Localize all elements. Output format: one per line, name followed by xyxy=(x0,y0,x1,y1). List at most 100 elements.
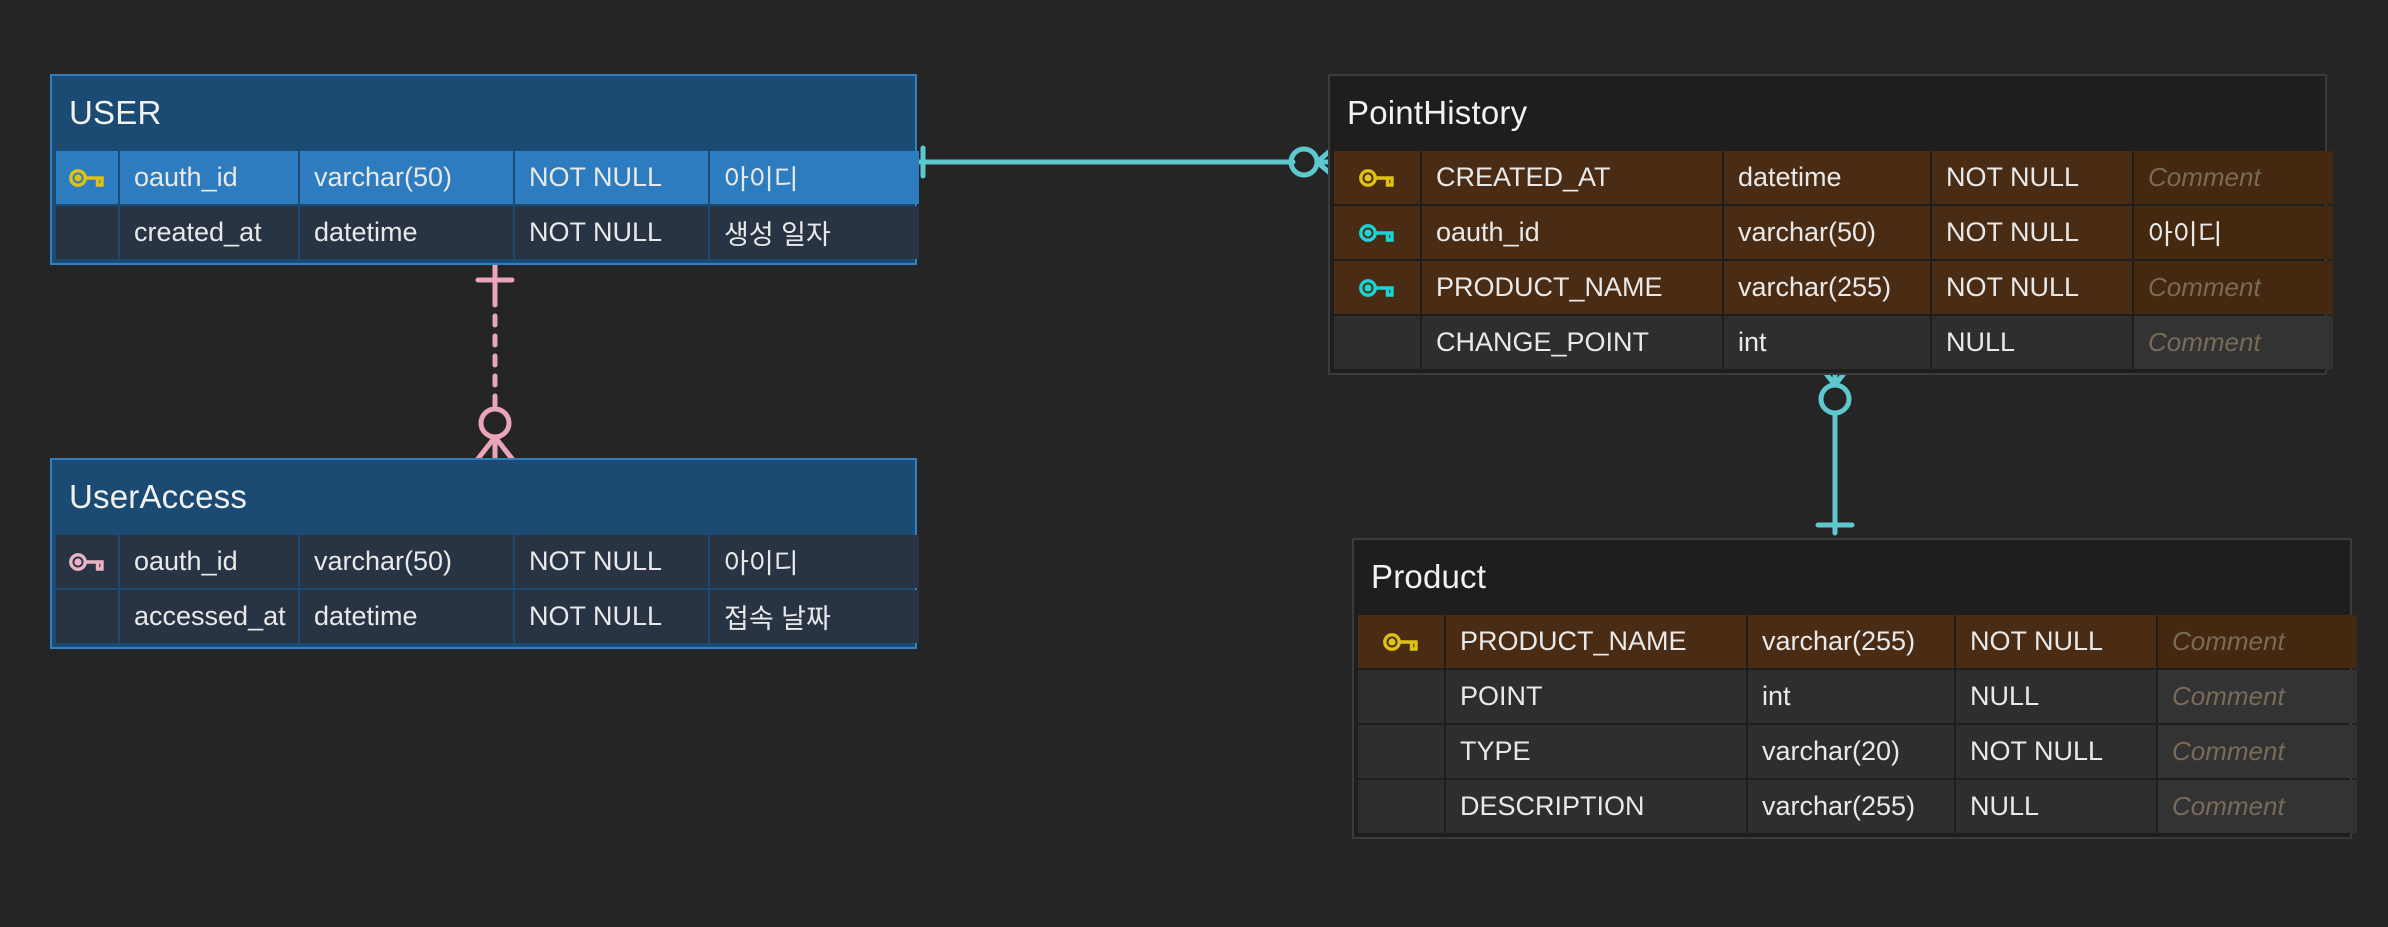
comment-text: 생성 일자 xyxy=(724,220,831,250)
erd-table-useraccess[interactable]: UserAccess oauth_id varchar(50) NOT NULL 아이디… xyxy=(50,458,919,649)
column-type-cell: int xyxy=(1724,316,1930,369)
key-icon xyxy=(1359,278,1394,297)
column-comment-cell: Comment xyxy=(2158,615,2357,668)
comment-placeholder: Comment xyxy=(2172,626,2285,656)
column-key-cell xyxy=(1334,206,1420,259)
column-key-cell xyxy=(1358,725,1444,778)
erd-table-user[interactable]: USER oauth_id varchar(50) NOT NULL 아이디 create… xyxy=(50,74,919,265)
key-icon xyxy=(1359,223,1394,242)
column-name-cell-text: accessed_at xyxy=(134,601,286,631)
table-row[interactable]: oauth_id varchar(50) NOT NULL 아이디 xyxy=(56,151,919,204)
column-comment-cell: 아이디 xyxy=(710,535,919,588)
column-type-cell: varchar(255) xyxy=(1748,615,1954,668)
column-nullable-cell: NULL xyxy=(1956,780,2156,833)
column-name-cell-text: DESCRIPTION xyxy=(1460,791,1645,821)
column-type-cell: datetime xyxy=(1724,151,1930,204)
column-comment-cell: 생성 일자 xyxy=(710,206,919,259)
column-nullable-cell-text: NOT NULL xyxy=(529,546,663,576)
column-name-cell-text: PRODUCT_NAME xyxy=(1460,626,1687,656)
column-nullable-cell: NULL xyxy=(1956,670,2156,723)
relationship-product-pointhistory[interactable] xyxy=(1790,355,1880,545)
column-nullable-cell: NOT NULL xyxy=(1956,615,2156,668)
table-row[interactable]: oauth_id varchar(50) NOT NULL 아이디 xyxy=(56,535,919,588)
comment-text: 아이디 xyxy=(2148,220,2223,250)
column-type-cell-text: varchar(50) xyxy=(314,162,453,192)
column-nullable-cell-text: NOT NULL xyxy=(529,162,663,192)
column-key-cell xyxy=(1334,316,1420,369)
column-key-cell xyxy=(1358,670,1444,723)
table-title: UserAccess xyxy=(69,478,248,515)
table-title: PointHistory xyxy=(1347,94,1528,131)
column-name-cell-text: CHANGE_POINT xyxy=(1436,327,1650,357)
column-nullable-cell-text: NOT NULL xyxy=(1946,272,2080,302)
column-comment-cell: Comment xyxy=(2134,261,2333,314)
column-name-cell-text: TYPE xyxy=(1460,736,1531,766)
column-type-cell-text: datetime xyxy=(1738,162,1842,192)
table-title: USER xyxy=(69,94,162,131)
column-type-cell-text: datetime xyxy=(314,601,418,631)
column-type-cell: varchar(255) xyxy=(1724,261,1930,314)
column-name-cell: TYPE xyxy=(1446,725,1746,778)
table-row[interactable]: PRODUCT_NAME varchar(255) NOT NULL Comment xyxy=(1334,261,2333,314)
table-row[interactable]: PRODUCT_NAME varchar(255) NOT NULL Comment xyxy=(1358,615,2357,668)
column-comment-cell: Comment xyxy=(2134,151,2333,204)
table-rows: oauth_id varchar(50) NOT NULL 아이디 created_at… xyxy=(52,151,919,263)
column-type-cell-text: int xyxy=(1738,327,1767,357)
column-comment-cell: Comment xyxy=(2134,316,2333,369)
column-nullable-cell: NOT NULL xyxy=(515,151,708,204)
column-key-cell xyxy=(56,590,118,643)
relationship-user-pointhistory[interactable] xyxy=(905,130,1342,200)
comment-text: 아이디 xyxy=(724,165,799,195)
column-name-cell: oauth_id xyxy=(120,535,298,588)
column-nullable-cell: NOT NULL xyxy=(1932,261,2132,314)
cardinality-zero-circle xyxy=(478,406,512,440)
column-comment-cell: 아이디 xyxy=(710,151,919,204)
column-nullable-cell-text: NOT NULL xyxy=(529,601,663,631)
column-key-cell xyxy=(56,206,118,259)
column-nullable-cell-text: NOT NULL xyxy=(1946,217,2080,247)
column-nullable-cell: NOT NULL xyxy=(1932,151,2132,204)
column-key-cell xyxy=(56,151,118,204)
column-name-cell: oauth_id xyxy=(120,151,298,204)
column-name-cell-text: PRODUCT_NAME xyxy=(1436,272,1663,302)
column-name-cell: created_at xyxy=(120,206,298,259)
column-comment-cell: 아이디 xyxy=(2134,206,2333,259)
column-nullable-cell: NULL xyxy=(1932,316,2132,369)
column-type-cell: varchar(20) xyxy=(1748,725,1954,778)
column-type-cell: varchar(50) xyxy=(1724,206,1930,259)
column-name-cell: accessed_at xyxy=(120,590,298,643)
relationship-user-useraccess[interactable] xyxy=(450,255,540,466)
key-icon xyxy=(1359,168,1394,187)
column-comment-cell: Comment xyxy=(2158,670,2357,723)
table-title: Product xyxy=(1371,558,1487,595)
column-type-cell-text: varchar(50) xyxy=(314,546,453,576)
column-type-cell: int xyxy=(1748,670,1954,723)
column-key-cell xyxy=(1334,261,1420,314)
column-nullable-cell-text: NULL xyxy=(1946,327,2016,357)
column-name-cell: CHANGE_POINT xyxy=(1422,316,1722,369)
column-type-cell-text: varchar(50) xyxy=(1738,217,1877,247)
column-type-cell-text: varchar(20) xyxy=(1762,736,1901,766)
column-nullable-cell-text: NOT NULL xyxy=(1970,736,2104,766)
crowsfoot-right xyxy=(492,434,516,463)
comment-placeholder: Comment xyxy=(2148,327,2261,357)
column-nullable-cell-text: NULL xyxy=(1970,791,2040,821)
comment-placeholder: Comment xyxy=(2148,272,2261,302)
column-type-cell: varchar(50) xyxy=(300,151,513,204)
column-nullable-cell-text: NOT NULL xyxy=(1970,626,2104,656)
column-nullable-cell: NOT NULL xyxy=(515,590,708,643)
table-row[interactable]: CHANGE_POINT int NULL Comment xyxy=(1334,316,2333,369)
comment-placeholder: Comment xyxy=(2148,162,2261,192)
comment-placeholder: Comment xyxy=(2172,791,2285,821)
